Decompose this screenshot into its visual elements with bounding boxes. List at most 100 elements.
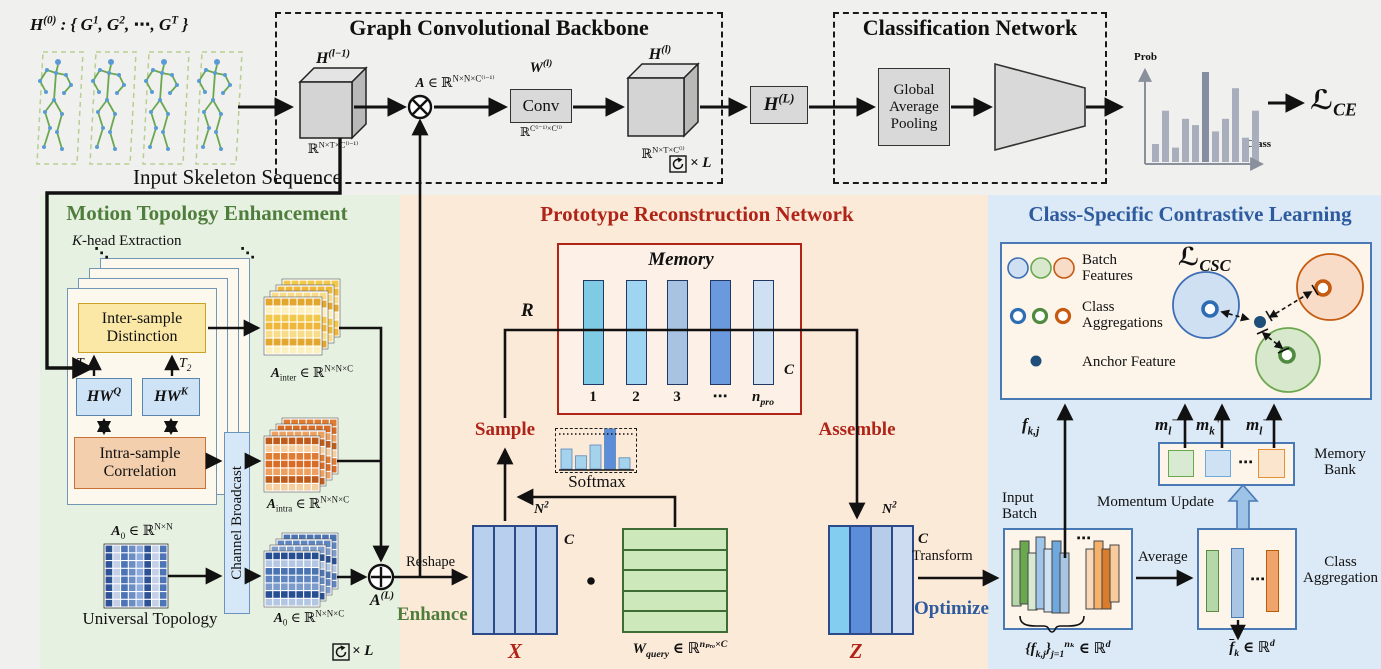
agg-dots: ⋯ — [1250, 572, 1265, 588]
z-c-label: C — [918, 531, 929, 547]
input-batch-box — [1003, 528, 1133, 630]
x-matrix — [472, 525, 558, 635]
a0-cube-label: A0 ∈ ℝN×N×C — [273, 608, 345, 628]
m-neg-1-label: ml− — [1155, 414, 1179, 438]
memory-bar-5 — [753, 280, 774, 385]
adjacency-label: A ∈ ℝN×N×C⁽ˡ⁻¹⁾ — [415, 73, 495, 90]
momentum-label: Momentum Update — [1097, 494, 1215, 510]
khead-dots-left: ⋱ — [94, 246, 109, 262]
loss-csc: ℒCSC — [1178, 244, 1231, 275]
hwk-box: HWK — [142, 378, 200, 416]
probability-axes — [1138, 67, 1265, 171]
khead-dots-right: ⋱ — [240, 246, 255, 262]
z-matrix — [828, 525, 914, 635]
memory-bank-label: Memory Bank — [1314, 446, 1366, 479]
backbone-title: Graph Convolutional Backbone — [349, 15, 649, 40]
prob-axis-label: Prob — [1134, 51, 1158, 63]
z-col — [893, 527, 912, 633]
conv-box: Conv — [510, 89, 572, 123]
memory-bar-label-1: 1 — [589, 389, 597, 405]
fbar-label: fk ∈ ℝd — [1229, 638, 1275, 659]
reshape-label: Reshape — [406, 554, 456, 570]
a-inter-label: Ainter ∈ ℝN×N×C — [270, 363, 354, 383]
loss-ce: ℒCE — [1310, 85, 1357, 120]
intra-sample-box: Intra-sample Correlation — [74, 437, 206, 489]
batch-dots: ⋯ — [1076, 531, 1091, 547]
probability-bars — [1152, 72, 1259, 162]
agg-bar-blue — [1231, 548, 1244, 618]
m-pos-label: mk+ — [1196, 414, 1222, 438]
memory-bar-label-3: 3 — [673, 389, 681, 405]
x-c-label: C — [564, 532, 575, 548]
batch-set-label: {fk,j}j=1nₖ ∈ ℝd — [1025, 639, 1111, 660]
t1-label: T1 — [76, 356, 89, 373]
legend-batch-label: Batch Features — [1082, 252, 1133, 285]
wquery-row — [624, 530, 726, 551]
green-loop-label: × L — [352, 643, 374, 659]
a-intra-label: Aintra ∈ ℝN×N×C — [266, 494, 350, 514]
m-neg-2-label: ml− — [1246, 414, 1270, 438]
w-dim: ℝC⁽ˡ⁻¹⁾×C⁽ˡ⁾ — [520, 124, 562, 139]
motion-title: Motion Topology Enhancement — [66, 201, 348, 225]
bank-square-orange — [1258, 449, 1285, 478]
hwq-box: HWQ — [76, 378, 132, 416]
x-label: X — [507, 639, 523, 663]
bank-dots: ⋯ — [1238, 455, 1253, 471]
wquery-matrix — [622, 528, 728, 633]
enhance-label: Enhance — [397, 604, 468, 625]
memory-bar-label-npro: npro — [751, 389, 775, 408]
wquery-row — [624, 612, 726, 631]
t2-label: T2 — [179, 356, 192, 373]
z-n2-label: N2 — [882, 499, 897, 517]
h-l-dim: ℝN×T×C⁽ˡ⁾ — [641, 144, 685, 161]
memory-bar-2 — [626, 280, 647, 385]
assemble-label: Assemble — [818, 419, 896, 440]
fkj-label: fk,j — [1022, 415, 1040, 438]
agg-bar-orange — [1266, 550, 1279, 612]
prototype-title: Prototype Reconstruction Network — [540, 202, 854, 226]
contrastive-title: Class-Specific Contrastive Learning — [1028, 202, 1352, 226]
memory-bar-label-2: 2 — [632, 389, 640, 405]
x-col — [537, 527, 556, 633]
h-prev-label: H(l−1) — [315, 48, 351, 67]
wquery-label: Wquery ∈ ℝnₚᵣₒ×C — [632, 639, 728, 660]
sample-label: Sample — [474, 419, 536, 440]
wquery-row — [624, 591, 726, 613]
bank-square-green — [1168, 450, 1194, 477]
softmax-box — [555, 428, 637, 473]
w-label: W(l) — [529, 58, 553, 76]
memory-bar-4 — [710, 280, 731, 385]
r-label: R — [521, 300, 534, 321]
gap-box: Global Average Pooling — [878, 68, 950, 146]
agg-bar-green — [1206, 550, 1219, 612]
classifier-label: Classifier — [1007, 96, 1073, 115]
transform-label: Transform — [912, 548, 973, 564]
class-aggregation-label: Class Aggregation — [1303, 554, 1378, 587]
khead-label: K-head Extraction — [72, 233, 182, 249]
inter-sample-box: Inter-sample Distinction — [78, 303, 206, 353]
optimize-label: Optimize — [914, 598, 989, 619]
x-col — [495, 527, 516, 633]
input-batch-label: Input Batch — [1002, 490, 1037, 523]
h-l-label: H(l) — [648, 44, 672, 63]
skeleton-frames — [36, 51, 243, 165]
backbone-loop-label: × L — [690, 155, 712, 171]
wquery-row — [624, 571, 726, 592]
softmax-label: Softmax — [568, 472, 626, 491]
average-label: Average — [1138, 549, 1188, 565]
memory-title: Memory — [648, 249, 714, 270]
legend-anchor-label: Anchor Feature — [1082, 354, 1176, 370]
input-formula: H(0) : { G1, G2, ⋯, GT } — [30, 14, 189, 34]
channel-broadcast-box: Channel Broadcast — [224, 432, 250, 614]
universal-topology-caption: Universal Topology — [82, 609, 218, 628]
legend-class-label: Class Aggregations — [1082, 299, 1163, 332]
wquery-row — [624, 550, 726, 572]
z-col — [851, 527, 872, 633]
classification-title: Classification Network — [862, 15, 1078, 40]
z-col — [830, 527, 851, 633]
h-output-box: H(L) — [750, 86, 808, 124]
h-prev-dim: ℝN×T×C⁽ˡ⁻¹⁾ — [307, 139, 359, 156]
memory-bar-3 — [667, 280, 688, 385]
memory-c-label: C — [784, 362, 795, 378]
